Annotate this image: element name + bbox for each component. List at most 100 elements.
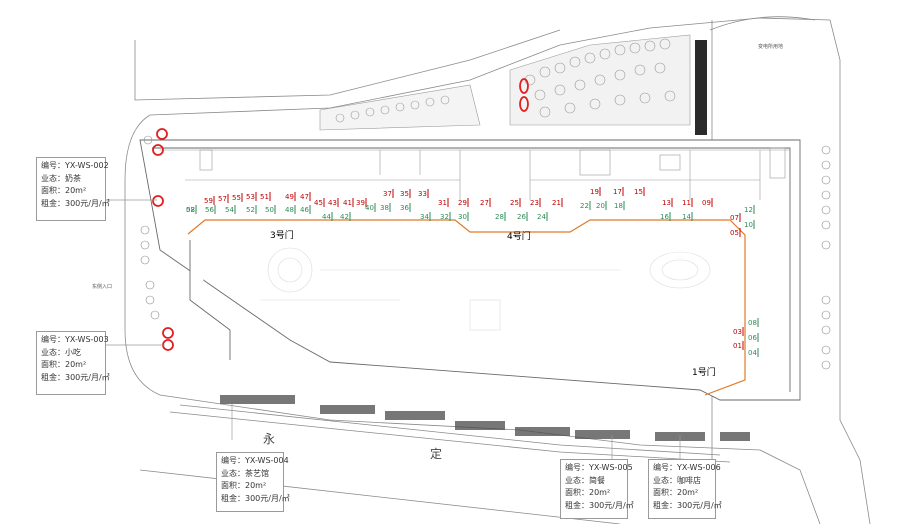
kiosk-label-red: 09 (702, 199, 711, 207)
kiosk-label-red: 51 (260, 193, 269, 201)
marker (162, 327, 174, 339)
marker (519, 96, 529, 112)
kiosk-label-red: 29 (458, 199, 467, 207)
kiosk-label-red: 25 (510, 199, 519, 207)
info-area: 面积：20m² (221, 481, 267, 490)
kiosk-label-green: 44 (322, 213, 331, 221)
info-code: 编号：YX-WS-005 (565, 463, 633, 472)
kiosk-label-red: 55 (232, 194, 241, 202)
info-code: 编号：YX-WS-004 (221, 456, 289, 465)
substation-block (695, 40, 707, 135)
info-box-ws-005: 编号：YX-WS-005 业态：简餐 面积：20m² 租金：300元/月/㎡ (560, 459, 634, 519)
info-type: 业态：茶艺馆 (221, 468, 269, 478)
info-rent: 租金：300元/月/㎡ (41, 372, 110, 382)
plaza-pattern (260, 247, 711, 331)
info-box-ws-004: 编号：YX-WS-004 业态：茶艺馆 面积：20m² 租金：300元/月/㎡ (216, 452, 290, 512)
info-area: 面积：20m² (565, 488, 611, 497)
kiosk-label-green: 48 (285, 206, 294, 214)
kiosk-label-red: 11 (682, 199, 691, 207)
kiosk-label-green: 26 (517, 213, 526, 221)
kiosk-label-green: 38 (380, 204, 389, 212)
kiosk-label-green: 32 (440, 213, 449, 221)
kiosk-label-green: 08 (748, 319, 757, 327)
marker (152, 144, 164, 156)
kiosk-label-green: 20 (596, 202, 605, 210)
kiosk-label-red: 47 (300, 193, 309, 201)
kiosk-label-green: 16 (660, 213, 669, 221)
kiosk-label-red: 39 (356, 199, 365, 207)
bench-rows (220, 395, 750, 441)
info-code: 编号：YX-WS-003 (41, 335, 109, 344)
kiosk-label-red: 41 (343, 199, 352, 207)
kiosk-route (187, 219, 746, 396)
kiosk-label-red: 59 (204, 197, 213, 205)
kiosk-label-red: 33 (418, 190, 427, 198)
kiosk-label-green: 34 (420, 213, 429, 221)
info-rent: 租金：300元/月/㎡ (41, 198, 110, 208)
kiosk-label-green: 04 (748, 349, 757, 357)
kiosk-label-red: 37 (383, 190, 392, 198)
info-area: 面积：20m² (653, 488, 699, 497)
kiosk-label-green: 14 (682, 213, 691, 221)
kiosk-label-green: 22 (580, 202, 589, 210)
info-box-ws-002: 编号：YX-WS-002 业态：奶茶 面积：20m² 租金：300元/月/㎡ (36, 157, 110, 221)
gate-3-label: 3号门 (270, 231, 294, 241)
tree-column (140, 135, 831, 370)
info-type: 业态：小吃 (41, 347, 81, 357)
info-rent: 租金：300元/月/㎡ (221, 493, 290, 503)
kiosk-label-red: 49 (285, 193, 294, 201)
kiosk-label-green: 28 (495, 213, 504, 221)
kiosk-label-red: 15 (634, 188, 643, 196)
kiosk-label-green: 40 (365, 204, 374, 212)
kiosk-label-red: 45 (314, 199, 323, 207)
kiosk-label-red: 57 (218, 195, 227, 203)
info-box-ws-006: 编号：YX-WS-006 业态：咖啡店 面积：20m² 租金：300元/月/㎡ (648, 459, 722, 519)
gate-4-label: 4号门 (507, 232, 531, 242)
info-code: 编号：YX-WS-002 (41, 161, 109, 170)
kiosk-label-red: 23 (530, 199, 539, 207)
kiosk-label-red: 03 (733, 328, 742, 336)
gate-1-label: 1号门 (692, 368, 716, 378)
kiosk-label-green: 02 (186, 206, 195, 214)
kiosk-group: 59 57 55 53 51 49 47 45 43 41 39 37 35 33 31 29 27 25 23 21… (186, 187, 759, 357)
kiosk-label-red: 43 (328, 199, 337, 207)
kiosk-label-red: 13 (662, 199, 671, 207)
kiosk-label-green: 42 (340, 213, 349, 221)
kiosk-label-red: 19 (590, 188, 599, 196)
road-label-1: 永 (263, 432, 276, 446)
kiosk-label-green: 52 (246, 206, 255, 214)
kiosk-label-red: 31 (438, 199, 447, 207)
info-area: 面积：20m² (41, 186, 87, 195)
kiosk-label-green: 46 (300, 206, 309, 214)
kiosk-label-green: 06 (748, 334, 757, 342)
substation-label: 变电所用地 (758, 44, 784, 50)
kiosk-label-green: 36 (400, 204, 409, 212)
kiosk-label-green: 18 (614, 202, 623, 210)
kiosk-label-green: 12 (744, 206, 753, 214)
info-box-ws-003: 编号：YX-WS-003 业态：小吃 面积：20m² 租金：300元/月/㎡ (36, 331, 110, 395)
kiosk-label-green: 58 (186, 206, 195, 214)
info-rent: 租金：300元/月/㎡ (653, 500, 722, 510)
kiosk-label-red: 53 (246, 193, 255, 201)
marker (156, 128, 168, 140)
info-type: 业态：咖啡店 (653, 475, 701, 485)
tree-canopy (319, 34, 691, 131)
info-code: 编号：YX-WS-006 (653, 463, 721, 472)
leader-lines (105, 199, 681, 459)
kiosk-label-green: 24 (537, 213, 546, 221)
kiosk-label-green: 56 (205, 206, 214, 214)
info-type: 业态：简餐 (565, 475, 605, 485)
kiosk-label-red: 07 (730, 214, 739, 222)
kiosk-label-red: 05 (730, 229, 739, 237)
kiosk-label-red: 27 (480, 199, 489, 207)
info-rent: 租金：300元/月/㎡ (565, 500, 634, 510)
kiosk-label-green: 54 (225, 206, 234, 214)
marker (152, 195, 164, 207)
kiosk-label-green: 10 (744, 221, 753, 229)
kiosk-label-red: 35 (400, 190, 409, 198)
kiosk-label-red: 17 (613, 188, 622, 196)
marker (519, 78, 529, 94)
kiosk-label-red: 21 (552, 199, 561, 207)
kiosk-label-red: 01 (733, 342, 742, 350)
